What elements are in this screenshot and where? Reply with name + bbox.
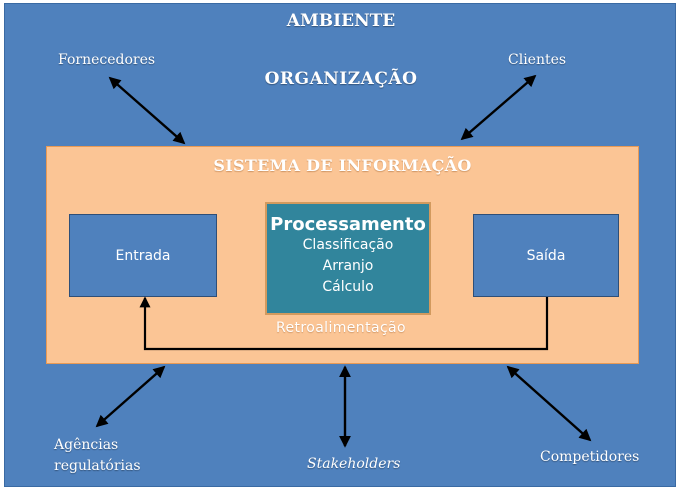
output-box: Saída [473, 214, 619, 297]
processing-item: Classificação [302, 237, 394, 253]
arrow-competitors [506, 365, 592, 442]
label-clients: Clientes [508, 52, 567, 68]
input-label: Entrada [115, 247, 171, 264]
output-label: Saída [526, 247, 566, 264]
processing-item: Arranjo [322, 258, 374, 274]
label-competitors: Competidores [540, 449, 640, 465]
feedback-label: Retroalimentação [275, 320, 406, 336]
arrow-regulators [95, 365, 166, 428]
label-regulators-line1: Agências [54, 437, 119, 453]
feedback-arrow [139, 296, 549, 351]
label-suppliers: Fornecedores [58, 52, 156, 68]
processing-title: Processamento [270, 214, 426, 235]
input-box: Entrada [69, 214, 217, 297]
processing-box: Processamento Classificação Arranjo Cálc… [265, 202, 431, 315]
label-stakeholders: Stakeholders [307, 456, 401, 472]
arrow-clients [460, 74, 537, 141]
label-regulators-line2: regulatórias [54, 458, 141, 474]
processing-item: Cálculo [322, 279, 374, 295]
system-title: SISTEMA DE INFORMAÇÃO [213, 156, 472, 175]
arrow-suppliers [108, 76, 186, 145]
environment-title: AMBIENTE [286, 11, 396, 31]
organization-title: ORGANIZAÇÃO [264, 69, 418, 89]
